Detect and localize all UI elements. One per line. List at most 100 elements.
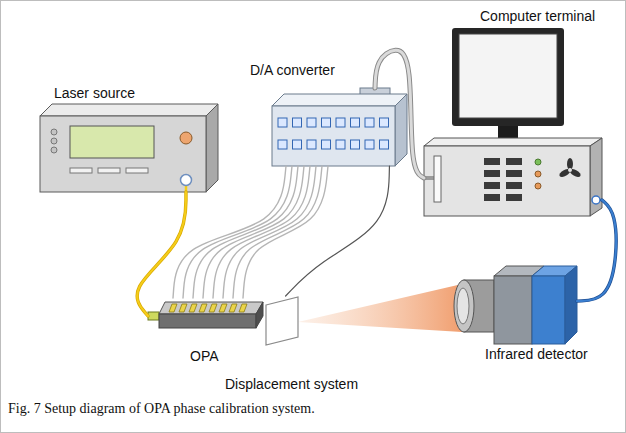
front-button-part [484,194,500,201]
channel-port-part [351,118,360,127]
fan-icon [558,158,582,179]
channel-port-part [365,118,374,127]
channel-port-part [293,140,302,149]
channel-port-part [322,140,331,149]
infrared-detector-device-part [565,266,577,344]
control-wire [233,166,322,298]
control-wire [223,166,316,298]
device-area [40,104,218,192]
laser-source-device-part [40,116,206,192]
displacement-system: Displacement system [264,296,397,393]
channel-port-part [278,140,287,149]
da-converter: D/A converter [272,62,407,166]
channel-port-part [307,118,316,127]
electrode-pad-part [219,304,227,312]
displacement-panel-part [266,297,298,345]
computer-terminal-device-part [459,34,557,118]
computer-terminal-device [424,28,602,216]
optical-fiber [137,192,186,316]
front-button-part [506,170,522,177]
detector-cable [577,200,616,301]
electrode-pad-part [179,304,187,312]
computer-terminal-device-part [592,196,600,204]
computer-terminal-device-part [535,159,541,165]
displacement-panel [266,297,298,345]
control-wire [213,166,310,298]
optical-fiber [137,192,186,316]
computer-terminal-device-part [452,28,564,126]
laser-source-device-part [70,126,154,158]
channel-port-part [278,118,287,127]
device-label: OPA [190,348,219,365]
laser-source-device-part [206,104,218,192]
channel-port-part [351,140,360,149]
data-cable [375,50,424,178]
front-button-part [506,182,522,189]
laser-source-device-part [40,104,218,116]
computer-terminal-device-part [424,138,602,146]
front-button-part [484,182,500,189]
device-area [264,296,300,346]
da-converter-device-part [272,94,407,106]
device-label: Infrared detector [485,346,588,363]
front-button-part [484,158,500,165]
infrared-detector-device-part [454,280,474,332]
channel-port-part [380,140,389,149]
device-area [424,28,602,218]
device-area [148,298,263,332]
opa-chip: OPA [148,298,263,365]
detector-cable [577,200,616,301]
computer-terminal-device-part [434,156,441,202]
laser-source-device-part [51,138,57,144]
control-wire [173,166,286,298]
da-converter-device-part [272,106,395,166]
infrared-detector-device-part [532,276,565,344]
computer-terminal: Computer terminal [424,8,602,218]
infrared-detector-device-part [457,288,469,324]
computer-terminal-device-part [590,138,602,216]
laser-source-device-part [98,168,120,173]
fan-icon-part [568,168,572,172]
front-button [484,158,522,201]
infrared-detector-device-part [494,276,532,344]
computer-terminal-device-part [535,183,541,189]
signal-wire [286,166,390,296]
laser-source-device-part [51,147,57,153]
front-button-part [484,170,500,177]
laser-source-device-part [180,132,192,144]
electrode-pad-part [169,304,177,312]
fan-icon-part [569,167,582,178]
electrode-pad-part [189,304,197,312]
front-button-part [506,158,522,165]
opa-chip-device-part [159,314,256,328]
fan-icon-part [558,167,571,178]
da-converter-device-part [395,94,407,166]
electrode-pad-part [199,304,207,312]
opa-chip-device-part [256,302,263,328]
channel-port-part [322,118,331,127]
laser-source-device-part [126,168,148,173]
infrared-detector-device [454,266,577,344]
computer-terminal-device-part [535,171,541,177]
device-area [272,88,407,166]
channel-port-part [307,140,316,149]
data-cable [375,50,424,178]
device-label: Displacement system [225,376,358,393]
electrode-pad-part [209,304,217,312]
device-label: Laser source [54,85,135,102]
data-cable [375,50,424,178]
control-wire [173,166,328,298]
laser-source-device-part [51,129,57,135]
opa-chip-device [148,302,263,328]
da-converter-device [272,88,407,166]
channel-port-part [336,118,345,127]
channel-port-part [365,140,374,149]
signal-wire [286,166,390,296]
laser-source: Laser source [40,85,218,192]
control-wire [243,166,328,298]
electrode-pad [169,304,247,312]
detector-cable [577,200,616,301]
electrode-pad-part [239,304,247,312]
